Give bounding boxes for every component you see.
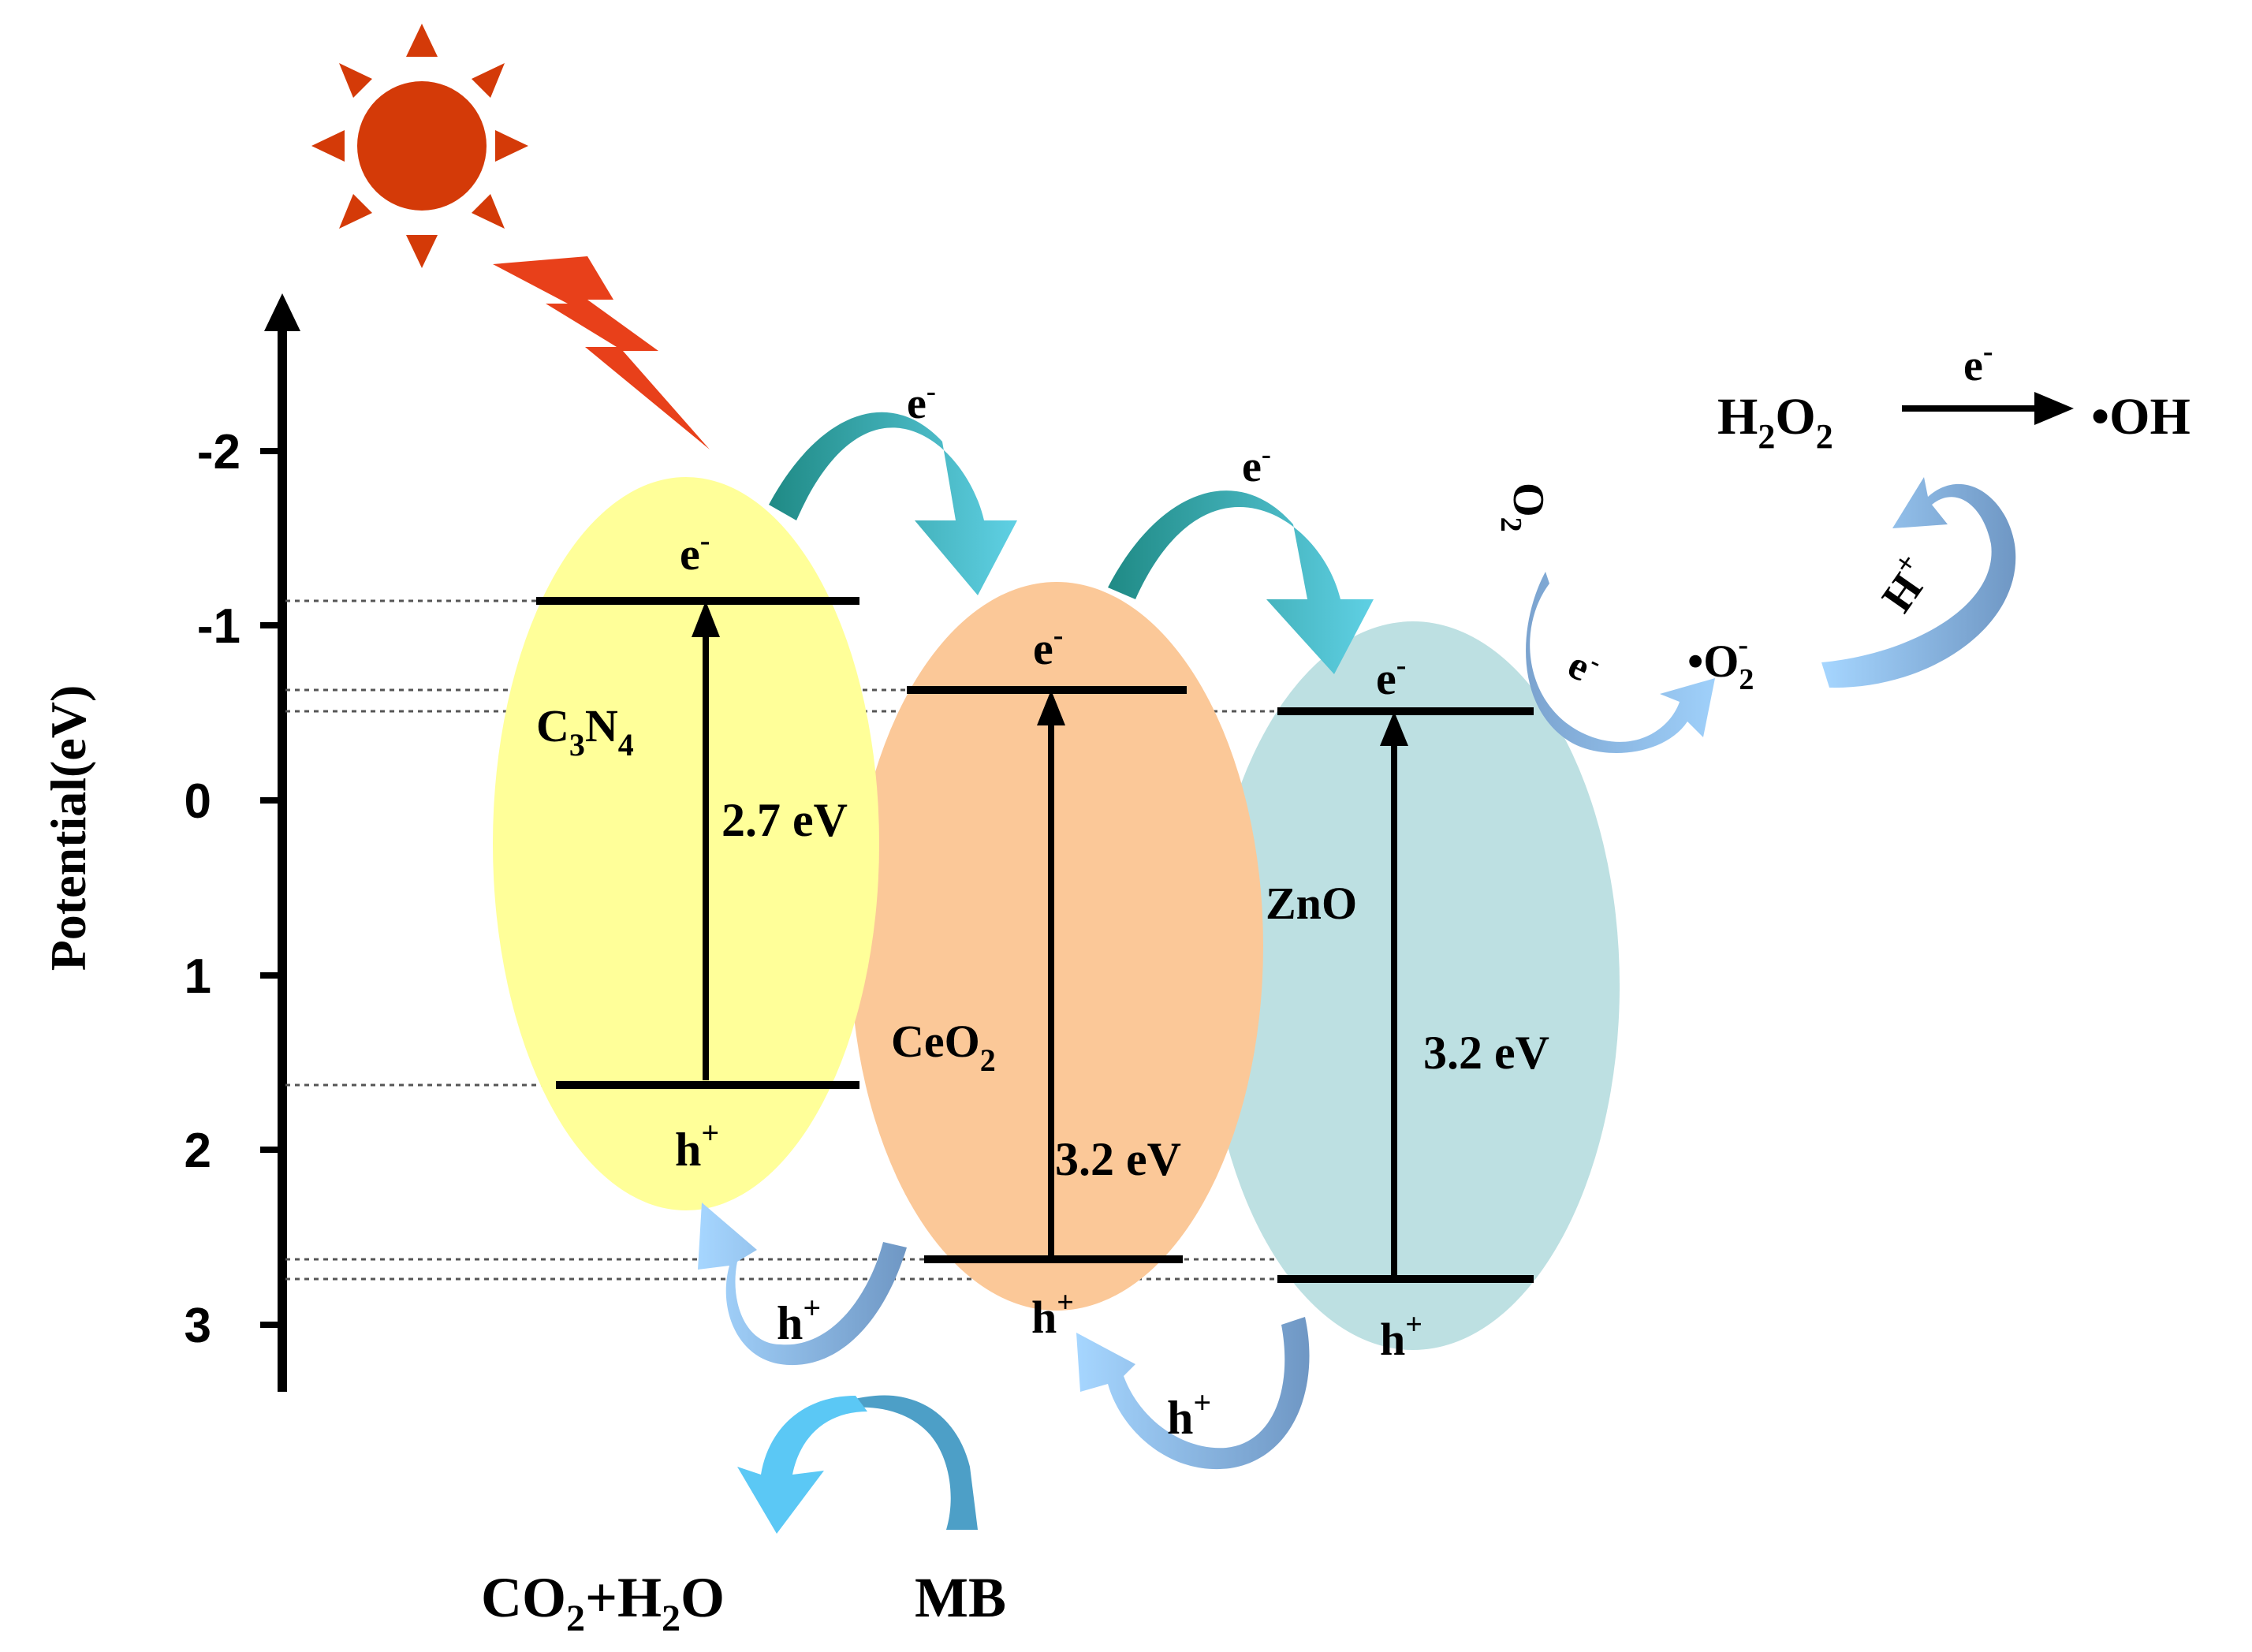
hydroxyl-label: •OH bbox=[2091, 388, 2190, 446]
tick-label: -1 bbox=[197, 599, 240, 654]
svg-text:e-: e- bbox=[1561, 640, 1606, 695]
ceo2-band bbox=[850, 582, 1263, 1311]
c3n4-hole: h+ bbox=[675, 1115, 719, 1176]
c3n4-band bbox=[493, 477, 879, 1210]
tick-label: -2 bbox=[197, 425, 240, 479]
proton-arrow: H+ bbox=[1821, 477, 2016, 688]
svg-text:h+: h+ bbox=[1167, 1385, 1211, 1444]
svg-text:O2: O2 bbox=[1494, 483, 1553, 532]
svg-text:h+: h+ bbox=[777, 1290, 821, 1349]
degradation-arrow bbox=[737, 1395, 978, 1534]
c3n4-levels: e- h+ C3N4 2.7 eV bbox=[536, 524, 859, 1176]
electron-transfer-arrow-2: e- bbox=[1108, 438, 1374, 674]
tick-label: 2 bbox=[185, 1124, 211, 1178]
axis-label: Potential(eV) bbox=[40, 685, 96, 971]
zno-label: ZnO bbox=[1266, 878, 1357, 929]
svg-text:H+: H+ bbox=[1867, 547, 1942, 621]
ceo2-label: CeO2 bbox=[891, 1016, 996, 1078]
hole-transfer-arrow-1: h+ bbox=[698, 1203, 907, 1366]
light-bolt-icon bbox=[493, 256, 710, 449]
c3n4-label: C3N4 bbox=[536, 700, 634, 763]
ceo2-electron: e- bbox=[1033, 619, 1063, 674]
c3n4-gap: 2.7 eV bbox=[721, 794, 848, 846]
ceo2-levels: e- h+ CeO2 3.2 eV bbox=[891, 619, 1187, 1343]
zno-hole: h+ bbox=[1380, 1308, 1422, 1365]
superoxide-label: •O2- bbox=[1687, 628, 1754, 696]
svg-text:e-: e- bbox=[1963, 335, 1993, 390]
ceo2-gap: 3.2 eV bbox=[1055, 1133, 1181, 1185]
tick-label: 1 bbox=[185, 949, 211, 1004]
potential-axis: -2 -1 0 1 2 3 Potential(eV) bbox=[40, 293, 300, 1392]
svg-text:e-: e- bbox=[907, 375, 936, 428]
sun-icon bbox=[311, 24, 528, 268]
h2o2-to-oh-arrow: e- bbox=[1902, 335, 2074, 425]
ceo2-hole: h+ bbox=[1031, 1286, 1074, 1343]
electron-transfer-arrow-1: e- bbox=[769, 375, 1017, 595]
svg-text:e-: e- bbox=[1242, 438, 1271, 491]
h2o2-label: H2O2 bbox=[1717, 388, 1833, 456]
zno-gap: 3.2 eV bbox=[1423, 1027, 1549, 1079]
zno-electron: e- bbox=[1376, 649, 1406, 704]
pollutant-label: MB bbox=[915, 1566, 1006, 1629]
tick-label: 0 bbox=[185, 774, 211, 829]
tick-label: 3 bbox=[185, 1299, 211, 1353]
zno-band bbox=[1206, 621, 1620, 1350]
hole-transfer-arrow-2: h+ bbox=[1076, 1317, 1310, 1470]
c3n4-electron: e- bbox=[680, 524, 710, 580]
zno-levels: e- h+ ZnO 3.2 eV bbox=[1266, 649, 1549, 1365]
products-label: CO2+H2O bbox=[481, 1566, 725, 1639]
